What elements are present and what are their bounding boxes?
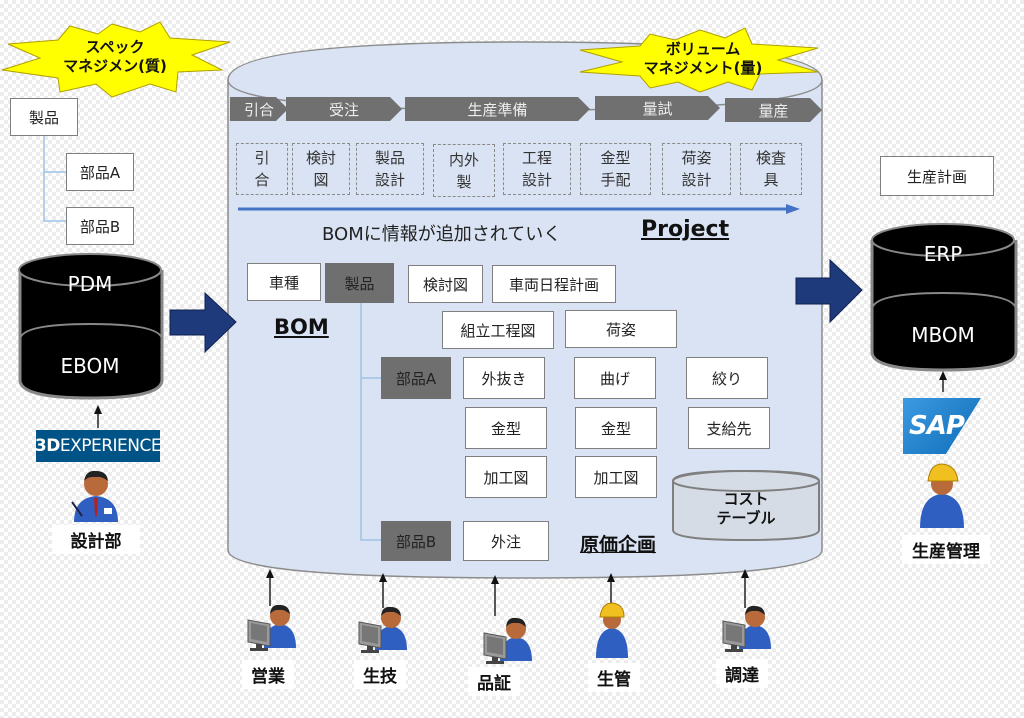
machining-drawing-1: 加工図 [465, 456, 547, 498]
project-label: Project [641, 217, 730, 242]
dept-production-engineering: 生技 [354, 660, 406, 689]
transfer-arrow-right [795, 258, 863, 324]
production-management-label: 生産管理 [902, 535, 990, 564]
tree-root-product: 製品 [10, 98, 78, 136]
machining-drawing-2: 加工図 [575, 456, 657, 498]
cost-table-cylinder [672, 469, 820, 542]
pdm-database-icon [18, 253, 164, 400]
task-make-or-buy: 内外 製 [433, 144, 495, 197]
volume-management-badge: ボリューム マネジメント(量) [618, 40, 788, 78]
volume-badge-starburst [579, 27, 819, 93]
process-blanking: 外抜き [463, 357, 545, 399]
part-a-node: 部品A [381, 357, 451, 399]
mbom-label: MBOM [911, 323, 975, 347]
cost-table-line2: テーブル [716, 509, 776, 527]
task-product-design: 製品 設計 [356, 143, 424, 195]
design-dept-label: 設計部 [52, 525, 140, 554]
spec-badge-line1: スペック [85, 38, 145, 56]
cost-table-label: コスト テーブル [690, 490, 802, 528]
supplier-box: 支給先 [688, 407, 770, 449]
flow-caption: BOMに情報が追加されていく [322, 224, 562, 245]
cost-table-line1: コスト [723, 490, 769, 508]
phase-production-prep: 生産準備 [405, 97, 590, 121]
dept-procurement: 調達 [716, 659, 768, 688]
dept-sales: 営業 [242, 660, 294, 689]
product-node: 製品 [325, 263, 394, 303]
spec-management-badge: スペック マネジメン(質) [40, 38, 190, 76]
erp-label: ERP [923, 242, 963, 266]
die-1: 金型 [465, 407, 547, 449]
logo-3d: 3D [34, 436, 60, 456]
logo-experience: EXPERIENCE [59, 436, 162, 456]
process-bending: 曲げ [574, 357, 656, 399]
task-inquiry: 引 合 [236, 143, 288, 195]
production-plan-box: 生産計画 [880, 156, 994, 196]
ebom-label: EBOM [60, 354, 120, 378]
volume-badge-line1: ボリューム [665, 40, 741, 58]
spec-badge-line2: マネジメン(質) [63, 57, 167, 75]
sap-logo-text: SAP [909, 411, 965, 441]
task-process-design: 工程 設計 [503, 143, 571, 195]
phase-inquiry: 引合 [230, 97, 288, 121]
tree-child-part-b: 部品B [66, 207, 134, 245]
process-drawing: 絞り [686, 357, 768, 399]
vehicle-type-box: 車種 [247, 263, 321, 301]
outsourcing-box: 外注 [463, 521, 549, 561]
task-inspection-jig: 検査 具 [740, 143, 802, 195]
spec-badge-starburst [1, 21, 231, 98]
die-2: 金型 [575, 407, 657, 449]
phase-mass-production: 量産 [725, 98, 822, 122]
doc-vehicle-schedule: 車両日程計画 [492, 265, 616, 303]
dept-quality-assurance: 品証 [468, 667, 520, 696]
pdm-label: PDM [67, 272, 113, 296]
doc-assembly-process: 組立工程図 [442, 311, 554, 349]
tree-child-part-a: 部品A [66, 153, 134, 191]
phase-order: 受注 [286, 97, 402, 121]
task-packaging-design: 荷姿 設計 [662, 143, 731, 195]
dept-production-control: 生管 [588, 663, 640, 692]
doc-packaging: 荷姿 [565, 310, 677, 348]
phase-trial-production: 量試 [595, 96, 720, 120]
transfer-arrow-left [169, 291, 237, 354]
flow-arrowhead [786, 204, 800, 214]
doc-study-drawing: 検討図 [408, 265, 483, 303]
task-study-drawing: 検討 図 [292, 143, 350, 195]
designer-person-icon [71, 470, 118, 522]
bom-title: BOM [274, 315, 329, 339]
part-b-node: 部品B [381, 521, 451, 561]
volume-badge-line2: マネジメント(量) [643, 59, 763, 77]
cost-planning-label: 原価企画 [580, 534, 657, 556]
task-die-arrangement: 金型 手配 [580, 143, 651, 195]
erp-database-icon [870, 223, 1018, 372]
